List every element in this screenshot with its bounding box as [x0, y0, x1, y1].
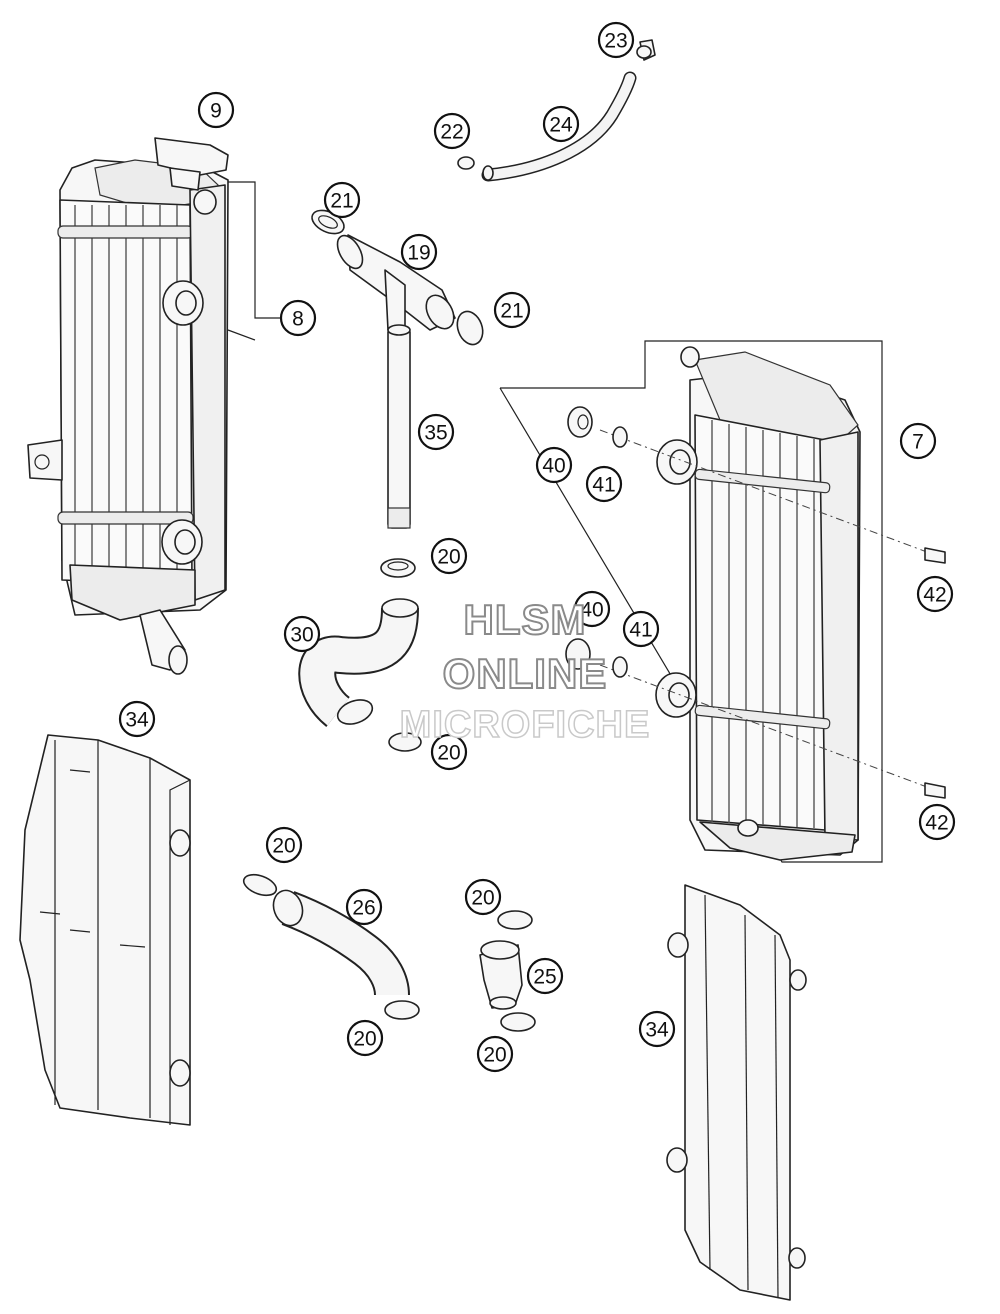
grommet-40-lower [565, 638, 591, 670]
callout-20-a: 20 [430, 537, 468, 575]
clamp-20-e [497, 910, 533, 930]
svg-text:24: 24 [549, 114, 573, 137]
callout-19: 19 [400, 233, 438, 271]
svg-text:30: 30 [290, 624, 313, 647]
radiator-7-frame [499, 340, 883, 863]
callout-8-leader-b [227, 329, 256, 341]
callout-7: 7 [899, 422, 937, 460]
watermark-line-1: HLSM [463, 595, 587, 644]
tube-35 [387, 324, 411, 529]
svg-text:21: 21 [330, 190, 353, 213]
callout-40-upper: 40 [535, 446, 573, 484]
left-radiator [27, 159, 229, 675]
svg-text:22: 22 [440, 121, 463, 144]
svg-text:25: 25 [533, 966, 556, 989]
svg-text:8: 8 [292, 308, 304, 331]
svg-text:20: 20 [437, 546, 460, 569]
callout-24: 24 [542, 105, 580, 143]
clamp-21-right [456, 310, 484, 346]
svg-text:42: 42 [923, 584, 946, 607]
svg-text:35: 35 [424, 422, 447, 445]
svg-text:34: 34 [125, 709, 149, 732]
callout-20-b: 20 [430, 733, 468, 771]
svg-text:26: 26 [352, 897, 375, 920]
bolt-axis-lower [599, 664, 936, 791]
svg-text:23: 23 [604, 30, 627, 53]
callout-21-right: 21 [493, 291, 531, 329]
clamp-23 [636, 39, 656, 61]
callout-34-right: 34 [638, 1010, 676, 1048]
callout-30: 30 [283, 615, 321, 653]
svg-text:20: 20 [353, 1028, 376, 1051]
svg-text:20: 20 [437, 742, 460, 765]
svg-text:34: 34 [645, 1019, 669, 1042]
callout-35: 35 [417, 413, 455, 451]
svg-text:20: 20 [483, 1044, 506, 1067]
callout-41-upper: 41 [585, 465, 623, 503]
callout-9: 9 [197, 91, 235, 129]
callout-20-f: 20 [476, 1035, 514, 1073]
bolt-42-lower [924, 782, 946, 799]
bolt-42-upper [924, 547, 946, 564]
callout-42-lower: 42 [918, 803, 956, 841]
callout-40-lower: 40 [573, 590, 611, 628]
callout-20-c: 20 [265, 826, 303, 864]
grommet-40-upper [567, 406, 593, 438]
svg-text:40: 40 [580, 599, 603, 622]
svg-text:41: 41 [592, 474, 615, 497]
washer-41-lower [612, 656, 628, 678]
bolt-axis-upper [599, 429, 936, 556]
hose-connector-19 [336, 234, 456, 331]
radiator-cap [154, 137, 229, 215]
callout-20-e: 20 [464, 878, 502, 916]
callout-20-d: 20 [346, 1019, 384, 1057]
callout-8: 8 [279, 299, 317, 337]
callout-41-lower: 41 [622, 610, 660, 648]
svg-text:9: 9 [210, 100, 222, 123]
watermark-line-2: ONLINE [442, 649, 608, 698]
callout-42-upper: 42 [916, 575, 954, 613]
radiator-shroud-left [19, 734, 191, 1126]
clamp-20-a [380, 558, 416, 578]
radiator-shroud-right [666, 884, 807, 1301]
svg-text:41: 41 [629, 619, 652, 642]
callout-22: 22 [433, 112, 471, 150]
clamp-22 [457, 156, 475, 170]
callout-21-top: 21 [323, 181, 361, 219]
callout-26: 26 [345, 888, 383, 926]
hose-25 [479, 940, 523, 1010]
svg-text:7: 7 [912, 431, 924, 454]
svg-text:19: 19 [407, 242, 430, 265]
svg-text:42: 42 [925, 812, 948, 835]
clamp-20-d [384, 1000, 420, 1020]
callout-25: 25 [526, 957, 564, 995]
callout-8-leader [228, 181, 282, 319]
watermark-line-3: MICROFICHE [399, 703, 651, 747]
svg-text:40: 40 [542, 455, 565, 478]
callout-23: 23 [597, 21, 635, 59]
callout-34-left: 34 [118, 700, 156, 738]
right-radiator [655, 346, 861, 861]
svg-text:21: 21 [500, 300, 523, 323]
svg-text:20: 20 [471, 887, 494, 910]
washer-41-upper [612, 426, 628, 448]
clamp-20-c [242, 873, 278, 897]
clamp-20-f [500, 1012, 536, 1032]
clamp-20-b [388, 732, 422, 752]
svg-text:20: 20 [272, 835, 295, 858]
